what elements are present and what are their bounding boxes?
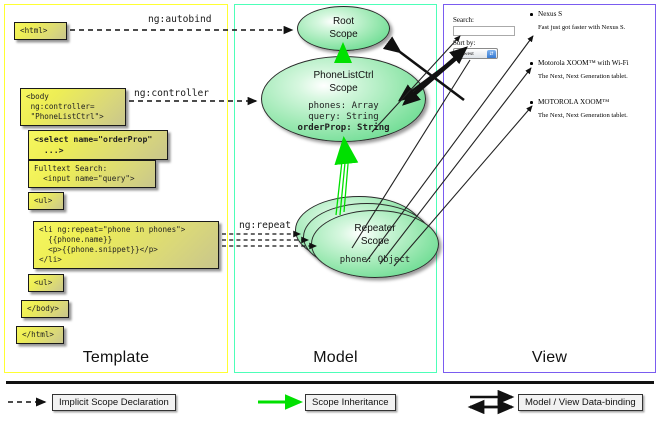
select-box: <select name="orderProp" ...> (28, 130, 168, 160)
li-repeat-box: <li ng:repeat="phone in phones"> {{phone… (33, 221, 219, 270)
ul-close-box: <ul> (28, 274, 64, 293)
repeater-prop-phone: phone: Object (339, 255, 411, 265)
body-open-box: <body ng:controller= "PhoneListCtrl"> (20, 88, 126, 127)
legend-model-view-databinding: Model / View Data-binding (518, 394, 643, 411)
panel-title-template: Template (82, 349, 150, 366)
phone-name[interactable]: Nexus S (538, 10, 563, 18)
legend-divider (6, 381, 654, 384)
bullet-icon (530, 13, 533, 16)
phonelistctrl-scope-ellipse: PhoneListCtrl Scope phones: Array query:… (261, 56, 426, 142)
phone-name[interactable]: Motorola XOOM™ with Wi-Fi (538, 59, 629, 67)
phone-list-item: Motorola XOOM™ with Wi-Fi The Next, Next… (530, 59, 629, 80)
legend-implicit-scope-declaration: Implicit Scope Declaration (52, 394, 176, 411)
root-scope-title-1: Root (332, 16, 355, 27)
phone-snippet: Fast just got faster with Nexus S. (538, 24, 626, 31)
repeater-scope-ellipse: Repeater Scope phone: Object (311, 210, 439, 278)
html-close-box: </html> (16, 326, 64, 345)
search-input[interactable] (453, 26, 515, 36)
sort-by-label: Sort by: (453, 39, 476, 47)
phonelistctrl-title-1: PhoneListCtrl (313, 70, 374, 81)
phonelistctrl-title-2: Scope (329, 83, 358, 94)
phone-name[interactable]: MOTOROLA XOOM™ (538, 98, 610, 106)
search-label: Search: (453, 16, 474, 24)
phonelistctrl-prop-phones: phones: Array (308, 101, 379, 111)
bullet-icon (530, 101, 533, 104)
ul-open-box: <ul> (28, 192, 64, 211)
bullet-icon (530, 62, 533, 65)
repeater-title-1: Repeater (354, 223, 396, 234)
chevron-updown-icon[interactable]: ⇵ (487, 50, 496, 58)
label-ng-repeat: ng:repeat (239, 220, 291, 231)
label-ng-autobind: ng:autobind (148, 14, 212, 25)
phonelistctrl-prop-orderprop: orderProp: String (297, 123, 390, 133)
legend-scope-inheritance: Scope Inheritance (305, 394, 396, 411)
panel-title-model: Model (313, 349, 358, 366)
phone-snippet: The Next, Next Generation tablet. (538, 112, 628, 119)
html-open-box: <html> (14, 22, 67, 41)
fulltext-search-box: Fulltext Search: <input name="query"> (28, 160, 156, 189)
body-close-box: </body> (21, 300, 69, 319)
phone-list-item: MOTOROLA XOOM™ The Next, Next Generation… (530, 98, 628, 119)
phone-list-item: Nexus S Fast just got faster with Nexus … (530, 10, 626, 31)
phone-snippet: The Next, Next Generation tablet. (538, 73, 628, 80)
label-ng-controller: ng:controller (134, 88, 210, 99)
root-scope-title-2: Scope (329, 29, 358, 40)
root-scope-ellipse: Root Scope (297, 6, 390, 51)
sort-by-selected-value: Newest (457, 51, 474, 57)
repeater-title-2: Scope (360, 236, 390, 247)
phonelistctrl-prop-query: query: String (308, 112, 379, 122)
panel-title-view: View (531, 349, 568, 366)
sort-by-select[interactable]: Newest ⇵ (453, 48, 498, 59)
